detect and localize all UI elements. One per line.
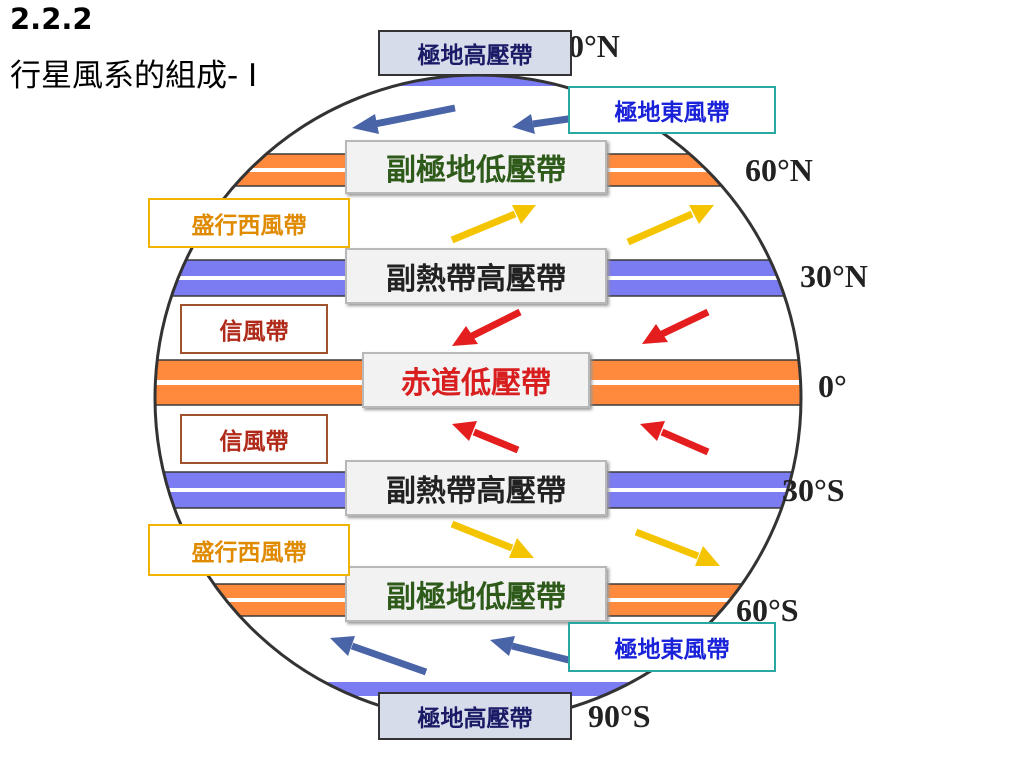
subtropical-high-north-label: 副熱帶高壓帶 bbox=[345, 248, 607, 304]
polar-easterlies-south-label: 極地東風帶 bbox=[568, 622, 776, 672]
westerlies-north-label: 盛行西風帶 bbox=[148, 198, 350, 248]
polar-easterlies-north-label: 極地東風帶 bbox=[568, 86, 776, 134]
polar-easterly-arrows-south bbox=[330, 636, 586, 676]
westerlies-south-label: 盛行西風帶 bbox=[148, 524, 350, 576]
polar-high-north-label: 極地高壓帶 bbox=[378, 30, 572, 76]
subpolar-low-south-label: 副極地低壓帶 bbox=[345, 566, 607, 622]
latitude-30s: 30°S bbox=[782, 472, 845, 508]
latitude-90s: 90°S bbox=[588, 698, 651, 734]
subtropical-high-south-label: 副熱帶高壓帶 bbox=[345, 460, 607, 516]
trade-arrows-south bbox=[452, 421, 710, 456]
latitude-60n: 60°N bbox=[745, 152, 813, 188]
latitude-30n: 30°N bbox=[800, 258, 868, 294]
subpolar-low-north-label: 副極地低壓帶 bbox=[345, 140, 607, 194]
westerly-arrows-north bbox=[450, 205, 714, 246]
latitude-equator: 0° bbox=[818, 368, 847, 404]
polar-high-south-label: 極地高壓帶 bbox=[378, 692, 572, 740]
section-number: 2.2.2 bbox=[10, 2, 93, 36]
trade-arrows-north bbox=[452, 308, 710, 346]
polar-easterly-arrows-north bbox=[352, 104, 576, 134]
page-title: 行星風系的組成- I bbox=[10, 58, 258, 94]
trade-winds-south-label: 信風帶 bbox=[180, 414, 328, 464]
westerly-arrows-south bbox=[450, 520, 720, 566]
band-polar-high-north bbox=[155, 75, 801, 86]
trade-winds-north-label: 信風帶 bbox=[180, 304, 328, 354]
equatorial-low-label: 赤道低壓帶 bbox=[362, 352, 590, 408]
